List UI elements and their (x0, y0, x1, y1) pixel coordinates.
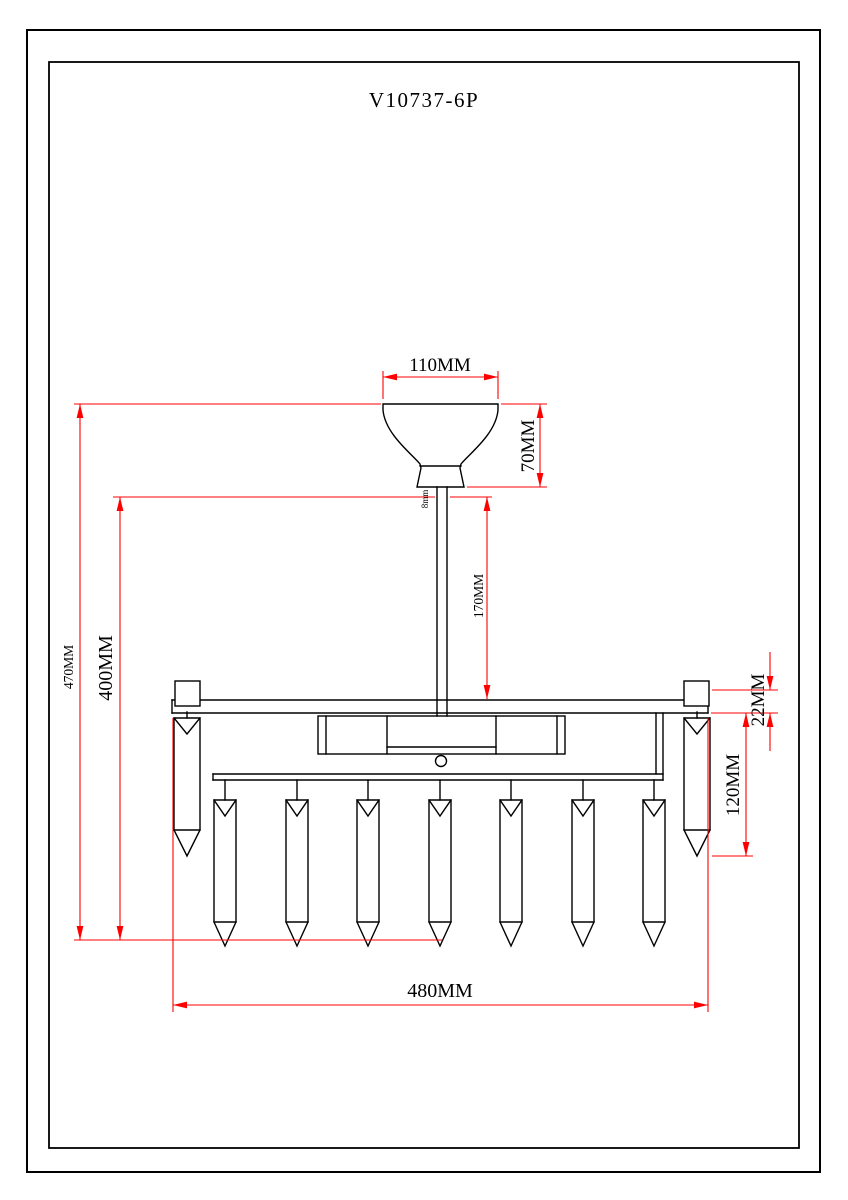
model-number-title: V10737-6P (369, 88, 479, 112)
crystal-prism (499, 779, 523, 947)
crystal-prism (213, 779, 237, 947)
dim-label-crystal-drop: 120MM (723, 754, 744, 816)
right-end-block (683, 680, 710, 707)
crystal-prism (642, 779, 666, 947)
center-drum (317, 715, 566, 755)
fixture-drawing (171, 403, 711, 947)
left-end-block (174, 680, 201, 707)
crystal-prism (571, 779, 595, 947)
outer-crystal-right (683, 711, 711, 857)
dim-label-overall-height: 470MM (61, 645, 76, 689)
dim-label-canopy-height: 70MM (518, 420, 539, 473)
dim-label-stem-diameter: 8mm (420, 490, 430, 509)
dimension-annotations (74, 371, 778, 1012)
dim-label-frame-thickness: 22MM (748, 674, 769, 727)
finial-knob (434, 754, 448, 768)
crystal-prism (285, 779, 309, 947)
canopy-outline (382, 403, 499, 488)
dim-label-body-width: 480MM (407, 980, 473, 1002)
inner-border (48, 61, 800, 1149)
outer-border (26, 29, 821, 1173)
crystal-prism (356, 779, 380, 947)
dimension-labels: 110MM 70MM 170MM 470MM 400MM 22MM 120MM … (61, 355, 769, 1002)
dim-label-drop-height: 400MM (95, 635, 117, 701)
dim-label-stem-length: 170MM (471, 574, 486, 618)
outer-crystal-left (173, 711, 201, 857)
dim-label-canopy-width: 110MM (409, 355, 471, 376)
crystal-prism (428, 779, 452, 947)
